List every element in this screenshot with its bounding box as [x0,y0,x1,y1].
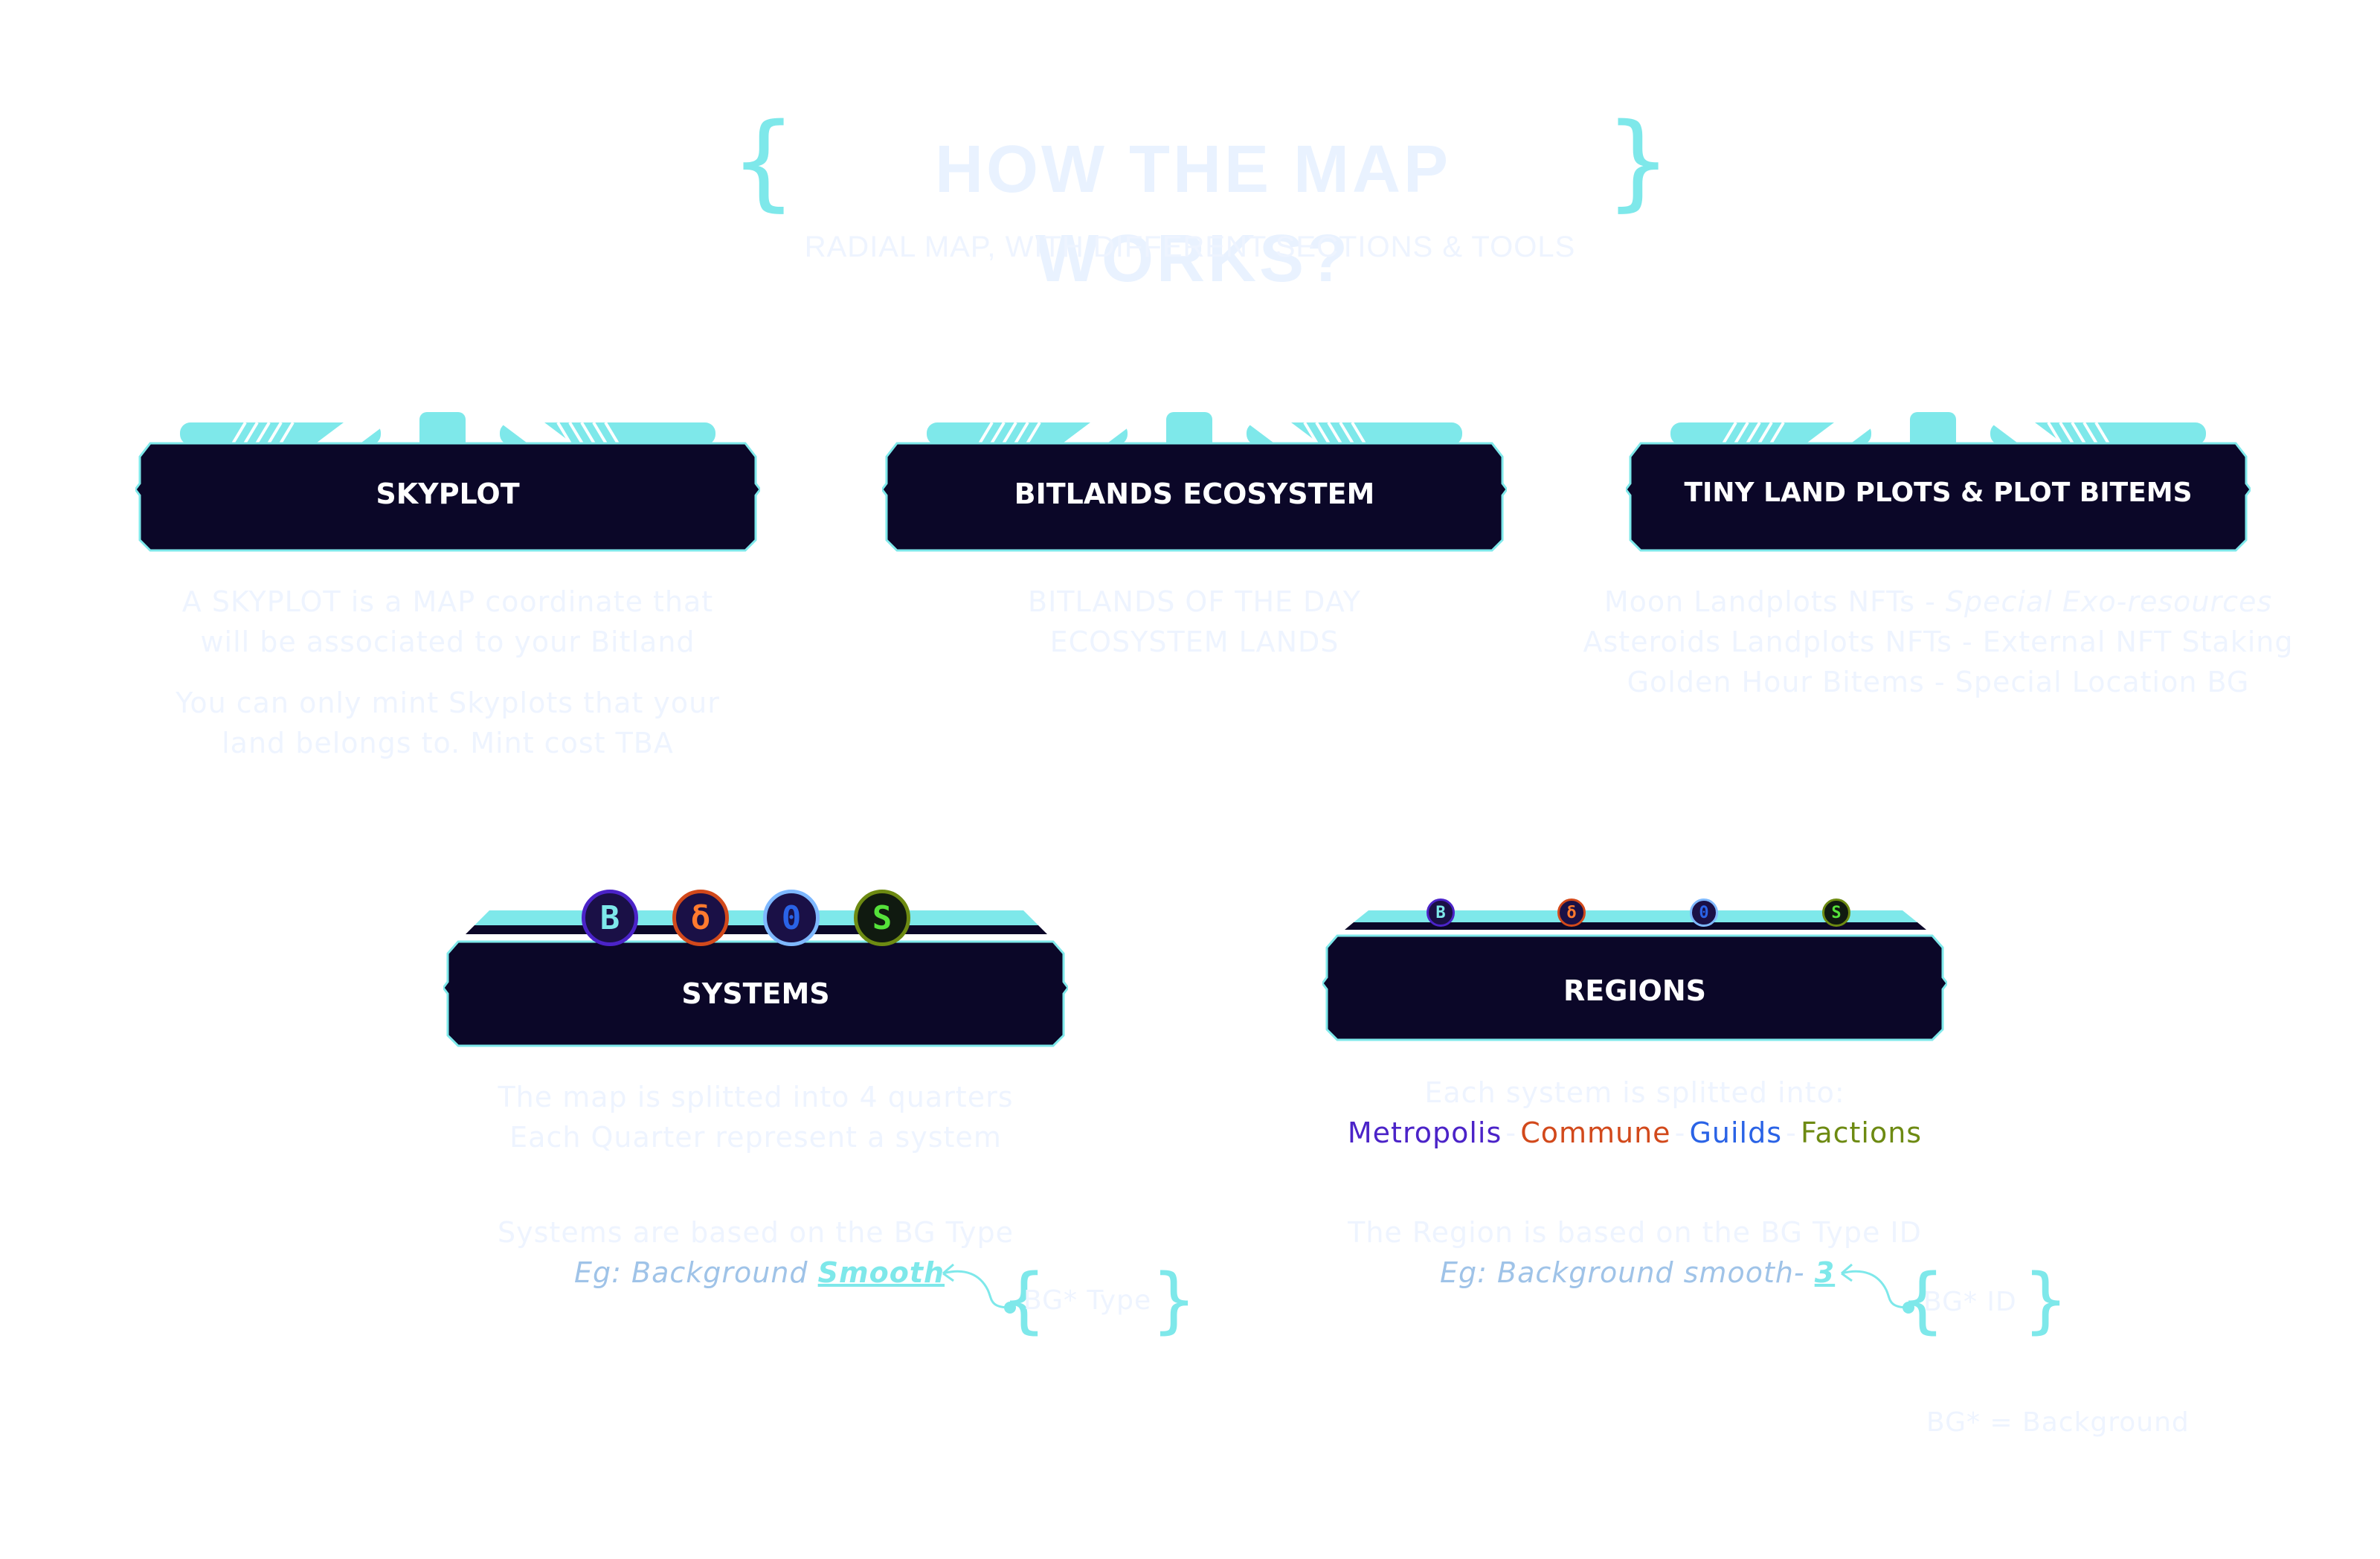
right-brace-icon: } [2023,1259,2069,1342]
left-brace-icon: { [1001,1259,1047,1342]
regions-intro: Each system is splitted into: [1424,1076,1845,1109]
separator: - [1786,1116,1797,1149]
region-metropolis: Metropolis [1347,1116,1502,1149]
factions-badge-icon: S [854,890,910,946]
systems-description: The map is splitted into 4 quarters Each… [406,1077,1105,1157]
annotation-label: BG* Type [1023,1285,1152,1316]
commune-badge-icon: ẟ [1557,899,1586,927]
region-factions: Factions [1800,1116,1923,1149]
card-title: SKYPLOT [376,478,520,510]
arrow-icon [942,1263,1016,1314]
badge-glyph: ẟ [690,899,711,937]
region-guilds: Guilds [1689,1116,1783,1149]
right-brace-icon: } [1605,101,1672,222]
card-title: BITLANDS ECOSYSTEM [1014,478,1375,510]
region-types-legend: Metropolis - Commune - Guilds - Factions [1285,1113,1984,1159]
desc-line: A SKYPLOT is a MAP coordinate that [181,585,714,618]
desc-line: Asteroids Landplots NFTs - External NFT … [1583,626,2294,658]
left-brace-icon: { [730,101,797,222]
example-highlight: Smooth [817,1256,945,1289]
systems-card: B ẟ 0 S SYSTEMS [443,890,1068,1053]
desc-line: ECOSYSTEM LANDS [1049,626,1339,658]
card-frame [1322,910,1947,1041]
desc-line: BITLANDS OF THE DAY [1028,585,1361,618]
desc-line: You can only mint Skyplots that your [176,687,720,719]
guilds-badge-icon: 0 [1690,899,1718,927]
card-title: REGIONS [1563,974,1707,1007]
left-brace-icon: { [1900,1259,1946,1342]
commune-badge-icon: ẟ [672,890,729,946]
badge-glyph: 0 [781,899,802,937]
example-text: Eg: Background [574,1256,818,1289]
desc-line: Moon Landplots NFTs - Special Exo-resour… [1529,582,2347,622]
card-title: TINY LAND PLOTS & PLOT BITEMS [1684,478,2193,508]
footnote: BG* = Background [1926,1407,2190,1438]
desc-text-italic: Special Exo-resources [1945,585,2273,618]
badge-glyph: S [1831,903,1842,922]
desc-line: land belongs to. Mint cost TBA [222,727,674,759]
regions-card: B ẟ 0 S REGIONS [1322,890,1947,1053]
separator: - [1505,1116,1517,1149]
separator: - [1674,1116,1686,1149]
badge-glyph: 0 [1699,903,1709,922]
desc-text: Moon Landplots NFTs - [1604,585,1946,618]
badge-glyph: S [872,899,892,937]
systems-based-on: Systems are based on the BG Type [498,1216,1014,1249]
factions-badge-icon: S [1822,899,1850,927]
guilds-badge-icon: 0 [763,890,820,946]
desc-line: The map is splitted into 4 quarters [498,1081,1014,1113]
metropolis-badge-icon: B [582,890,638,946]
right-brace-icon: } [1151,1259,1197,1342]
tiny-land-plots-card: TINY LAND PLOTS & PLOT BITEMS [1626,406,2251,570]
regions-example: Eg: Background smooth- 3 [1440,1253,1856,1299]
card-frame [443,910,1068,1047]
card-title: SYSTEMS [681,977,830,1010]
example-text: Eg: Background smooth- [1440,1256,1815,1289]
desc-line: Each Quarter represent a system [509,1121,1002,1154]
page-title: HOW THE MAP WORKS? [935,132,1451,296]
metropolis-badge-icon: B [1427,899,1455,927]
tiny-land-plots-description: Moon Landplots NFTs - Special Exo-resour… [1529,582,2347,702]
example-highlight: 3 [1814,1256,1836,1289]
region-commune: Commune [1520,1116,1671,1149]
ecosystem-card: BITLANDS ECOSYSTEM [882,406,1507,570]
arrow-icon [1841,1263,1914,1314]
desc-line: will be associated to your Bitland [200,626,695,658]
badge-glyph: B [599,899,620,937]
card-frame [1626,412,2251,552]
card-frame [882,412,1507,552]
page-subtitle: RADIAL MAP, WITH DIFFERENT SECTIONS & TO… [804,231,1576,263]
annotation-label: BG* ID [1923,1287,2017,1317]
desc-line: Golden Hour Bitems - Special Location BG [1627,666,2250,698]
badge-glyph: B [1435,903,1446,922]
badge-glyph: ẟ [1566,903,1577,922]
regions-based-on: The Region is based on the BG Type ID [1348,1216,1922,1249]
systems-example: Eg: Background Smooth [574,1253,946,1299]
card-frame [135,412,760,552]
skyplot-card: SKYPLOT [135,406,760,570]
ecosystem-description: BITLANDS OF THE DAY ECOSYSTEM LANDS [845,582,1544,662]
skyplot-description: A SKYPLOT is a MAP coordinate that will … [98,582,797,763]
